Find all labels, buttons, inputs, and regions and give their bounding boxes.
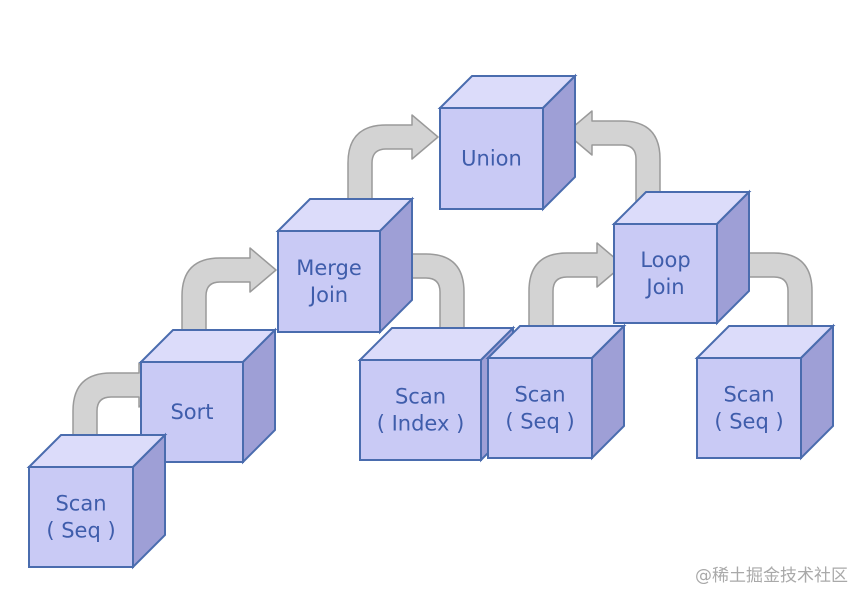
cube-front-face xyxy=(359,359,482,461)
node-label-line-1: Sort xyxy=(170,400,213,424)
cube-front-face xyxy=(696,357,802,459)
node-label-line-1: Union xyxy=(461,147,522,171)
node-label-line-2: ( Seq ) xyxy=(714,410,783,434)
node-scan-seq-3: Scan ( Seq ) xyxy=(694,323,836,461)
node-label-line-1: Merge xyxy=(296,256,362,280)
node-label-line-2: Join xyxy=(308,283,348,307)
node-label-line-1: Scan xyxy=(514,383,565,407)
edge-merge_join-to-union-arrow xyxy=(347,114,439,213)
cube-front-face xyxy=(277,230,381,333)
node-label-line-1: Scan xyxy=(395,385,446,409)
cube-front-face xyxy=(613,223,718,324)
node-label-line-1: Scan xyxy=(723,383,774,407)
node-sort: Sort xyxy=(138,327,278,465)
cube-front-face xyxy=(439,107,544,210)
node-label-line-1: Loop xyxy=(640,248,690,272)
cube-front-face xyxy=(487,357,593,459)
node-label-line-2: ( Seq ) xyxy=(505,410,574,434)
node-label-line-1: Scan xyxy=(55,492,106,516)
node-union: Union xyxy=(437,73,578,212)
node-scan-seq-2: Scan ( Seq ) xyxy=(485,323,627,461)
node-label-line-2: ( Seq ) xyxy=(46,519,115,543)
watermark: @稀土掘金技术社区 xyxy=(695,566,848,586)
node-label-line-2: ( Index ) xyxy=(377,412,465,436)
cube-front-face xyxy=(28,466,134,568)
edge-sort-to-merge_join-arrow xyxy=(181,247,277,351)
node-scan-seq-1: Scan ( Seq ) xyxy=(26,432,168,570)
node-label-line-2: Join xyxy=(644,275,684,299)
